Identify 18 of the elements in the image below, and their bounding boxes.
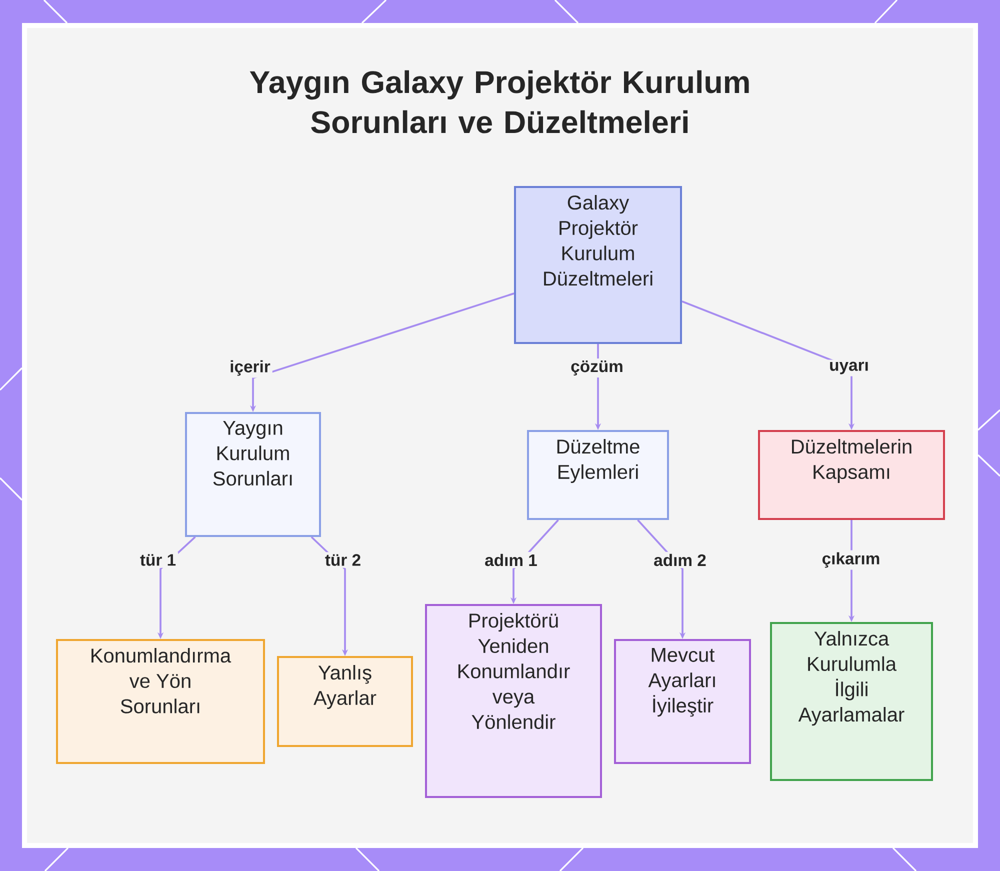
- edge-label: uyarı: [827, 360, 871, 376]
- topic-box: Konumlandırma ve Yön Sorunları: [56, 639, 265, 764]
- edge-label: çıkarım: [820, 550, 882, 570]
- topic-box: Mevcut Ayarları İyileştir: [614, 639, 751, 764]
- edge-label: adım 1: [482, 552, 540, 568]
- edge-label: içerir: [228, 358, 272, 378]
- topic-box: Düzeltmelerin Kapsamı: [758, 430, 945, 520]
- topic-box: Yanlış Ayarlar: [277, 656, 413, 747]
- edge-label: adım 2: [652, 552, 708, 568]
- topic-box: Düzeltme Eylemleri: [527, 430, 669, 520]
- topic-box: Yaygın Kurulum Sorunları: [185, 412, 321, 537]
- edge-label: tür 1: [138, 552, 178, 568]
- topic-box: Projektörü Yeniden Konumlandır veya Yönlendir: [425, 604, 602, 798]
- topic-box: Yalnızca Kurulumla İlgili Ayarlamalar: [770, 622, 933, 781]
- title: Yaygın Galaxy Projektör Kurulum Sorunları ve Düzeltmeleri: [250, 70, 749, 134]
- edge-label: çözüm: [568, 358, 626, 378]
- topic-box: Galaxy Projektör Kurulum Düzeltmeleri: [514, 186, 682, 344]
- edge-label: tür 2: [322, 552, 364, 568]
